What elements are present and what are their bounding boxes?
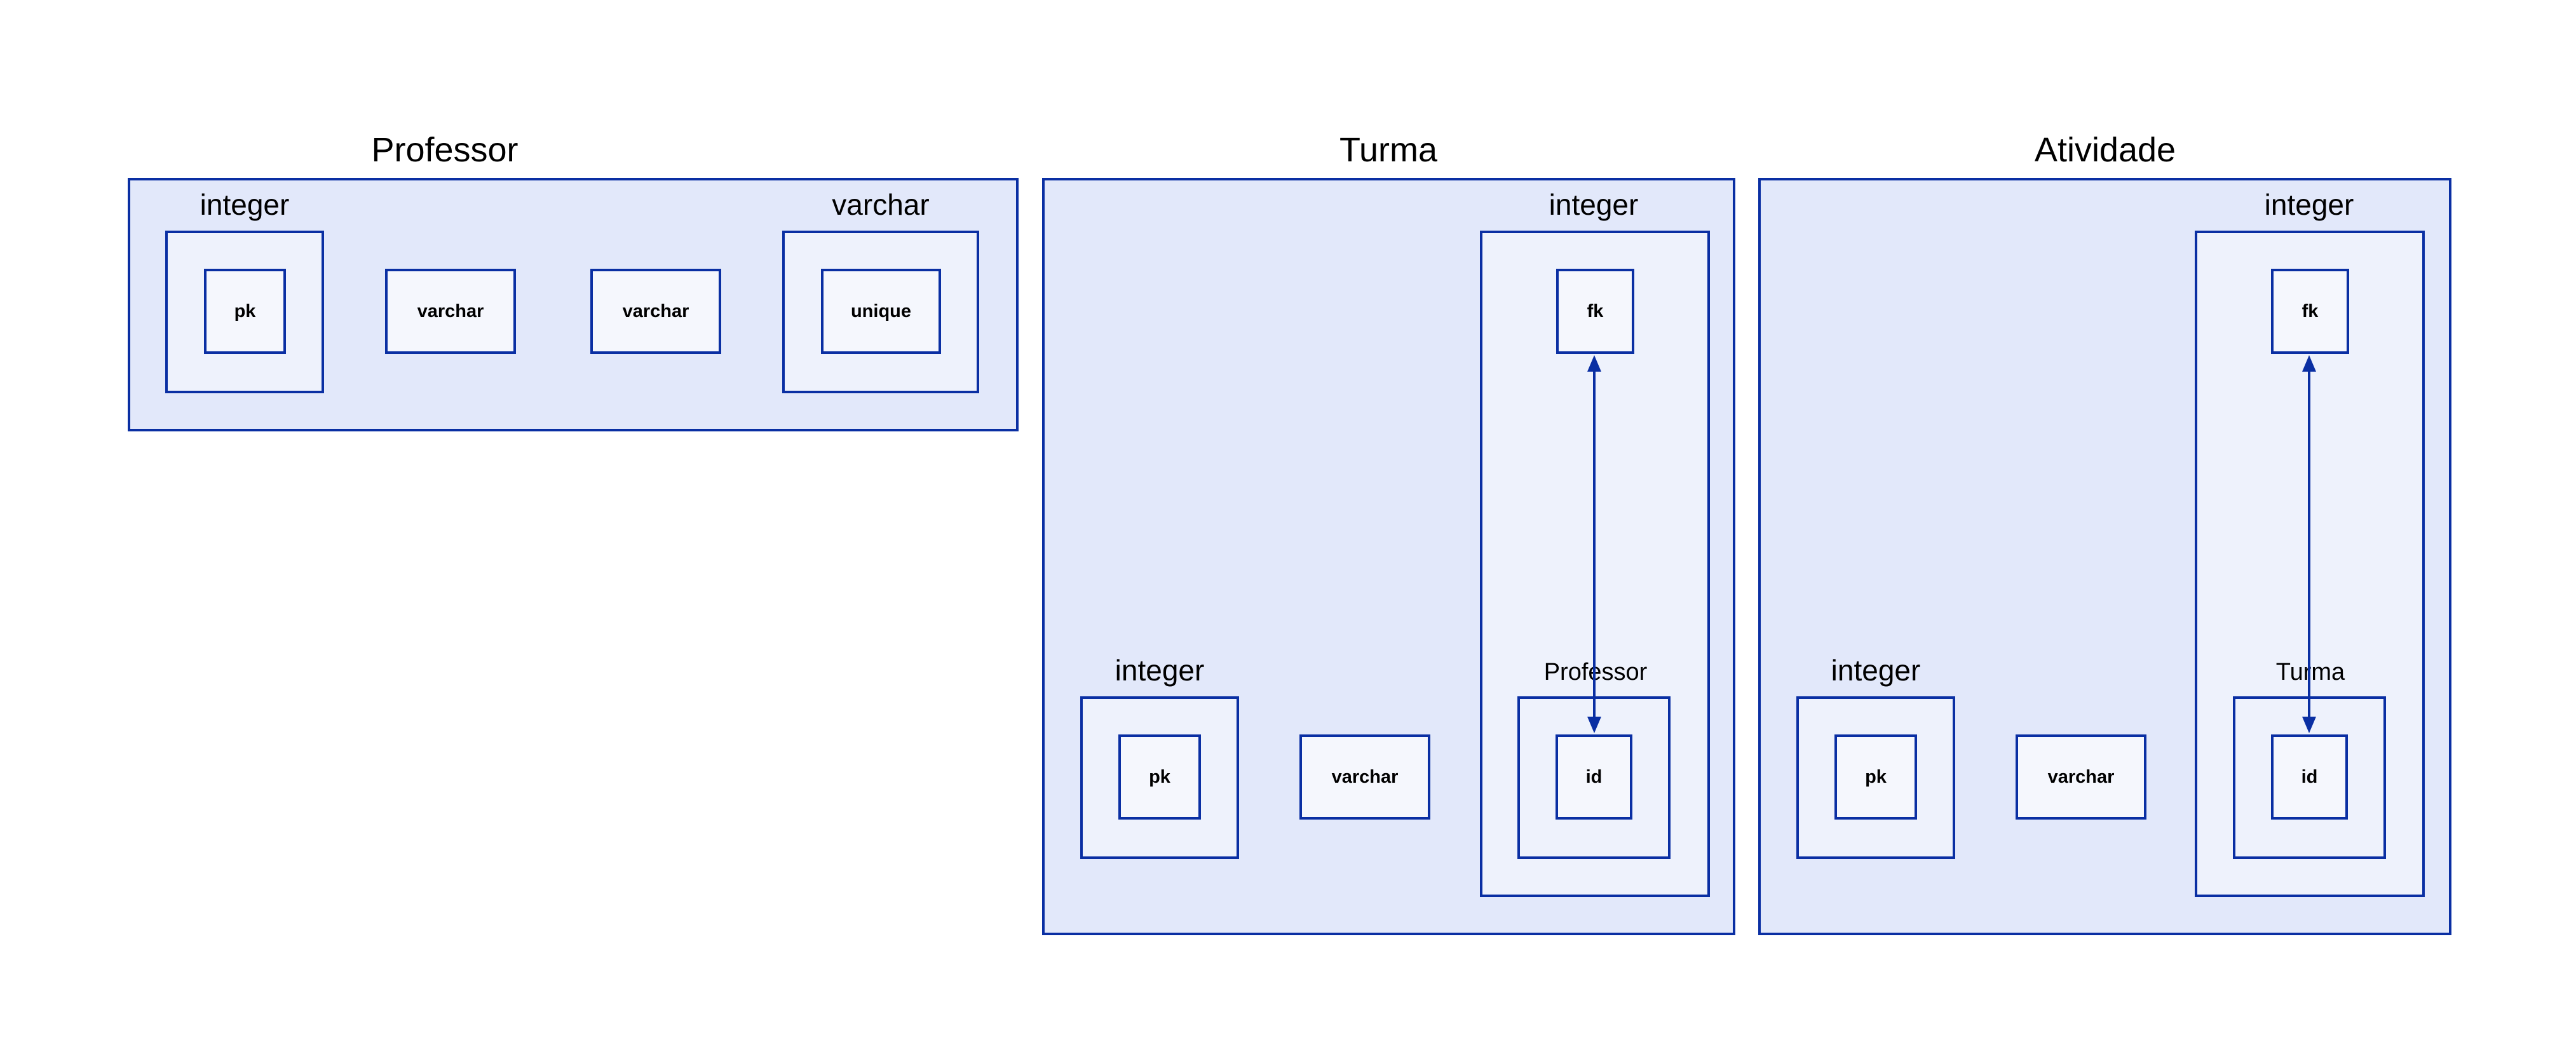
turma-fk-arrow	[1587, 355, 1601, 733]
turma-id-type-label: integer	[1115, 654, 1205, 687]
turma-varchar-field[interactable]: varchar	[1299, 734, 1430, 820]
atividade-fk-arrow	[2302, 355, 2316, 733]
turma-table-title: Turma	[1339, 131, 1437, 169]
professor-table-title: Professor	[371, 131, 519, 169]
atividade-fk-type-label: integer	[2264, 188, 2354, 221]
atividade-varchar-field[interactable]: varchar	[2016, 734, 2146, 820]
professor-id-pk-field[interactable]: pk	[204, 269, 286, 354]
professor-id-type-label: integer	[200, 188, 290, 221]
professor-unique-type-label: varchar	[832, 188, 930, 221]
professor-varchar-field-2[interactable]: varchar	[590, 269, 721, 354]
atividade-id-type-label: integer	[1831, 654, 1921, 687]
professor-unique-field[interactable]: unique	[821, 269, 941, 354]
atividade-ref-id-field[interactable]: id	[2271, 734, 2348, 820]
atividade-fk-field[interactable]: fk	[2271, 269, 2349, 354]
professor-varchar-field-1[interactable]: varchar	[385, 269, 516, 354]
atividade-id-pk-field[interactable]: pk	[1834, 734, 1917, 820]
turma-fk-type-label: integer	[1549, 188, 1639, 221]
turma-ref-id-field[interactable]: id	[1556, 734, 1632, 820]
turma-id-pk-field[interactable]: pk	[1118, 734, 1201, 820]
atividade-table-title: Atividade	[2034, 131, 2176, 169]
turma-id-column[interactable]	[1080, 696, 1239, 859]
turma-fk-field[interactable]: fk	[1556, 269, 1634, 354]
